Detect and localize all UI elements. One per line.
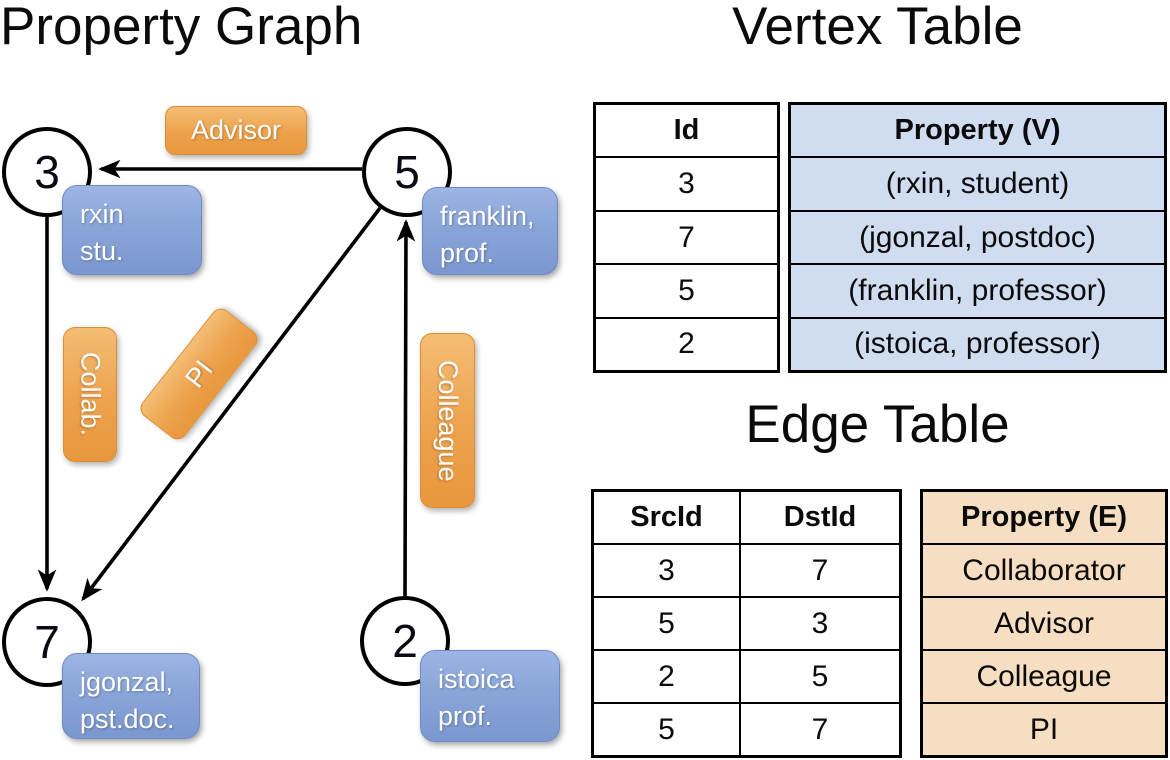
edge-label-colleague: Colleague: [420, 333, 475, 508]
vertex-table-id-cell: 5: [596, 263, 777, 316]
vertex-table-property-cell: (rxin, student): [791, 156, 1164, 209]
vertex-table-title: Vertex Table: [732, 0, 1023, 56]
edge-table-property-cell: PI: [923, 702, 1165, 755]
vertex-table-id-header: Id: [673, 114, 700, 147]
edge-table-property-cell: Colleague: [923, 649, 1165, 702]
edge-table-srcid-cell: 5: [594, 596, 739, 649]
vertex-table-property-cell: (istoica, professor): [791, 316, 1164, 370]
edge-label-advisor: Advisor: [165, 106, 307, 155]
vertex-5-property-box: franklin, prof.: [422, 187, 558, 275]
vertex-node-5: 5: [362, 127, 452, 217]
vertex-2-property-line2: prof.: [438, 701, 493, 731]
edge-table-srcid-cell: 3: [594, 543, 739, 596]
vertex-node-3-id: 3: [34, 146, 60, 198]
graph-edges-svg: [37, 159, 416, 602]
vertex-3-property-line2: stu.: [80, 236, 124, 266]
vertex-table-id-cell: 2: [596, 316, 777, 370]
vertex-node-7-id: 7: [34, 616, 60, 668]
edge-5-to-7-pi: [81, 206, 382, 602]
edge-table-srcid-header: SrcId: [630, 501, 703, 533]
property-graph-title: Property Graph: [0, 0, 363, 56]
vertex-table-property-cell: (jgonzal, postdoc): [791, 209, 1164, 263]
vertex-2-property-box: istoica prof.: [420, 650, 560, 742]
vertex-node-2: 2: [360, 596, 450, 686]
vertex-table-property-column: Property (V) (rxin, student) (jgonzal, p…: [788, 102, 1167, 373]
edge-table-ids-box: SrcId 3 5 2 5 DstId 7 3 5 7: [591, 489, 902, 758]
vertex-5-property-line1: franklin,: [440, 201, 535, 231]
edge-table-dstid-cell: 7: [741, 702, 899, 755]
vertex-node-5-id: 5: [394, 146, 420, 198]
edge-table-property-cell: Collaborator: [923, 543, 1165, 596]
vertex-table-property-header: Property (V): [894, 114, 1061, 147]
edge-table-dstid-cell: 5: [741, 649, 899, 702]
edge-label-collab: Collab.: [63, 327, 117, 462]
edge-table-property-header: Property (E): [961, 501, 1127, 533]
vertex-table-id-cell: 3: [596, 156, 777, 209]
vertex-3-property-box: rxin stu.: [62, 185, 202, 275]
vertex-7-property-box: jgonzal, pst.doc.: [62, 653, 200, 739]
edge-table-dstid-cell: 3: [741, 596, 899, 649]
edge-table-dstid-header: DstId: [783, 501, 857, 533]
vertex-7-property-line1: jgonzal,: [80, 667, 174, 697]
edge-table-srcid-cell: 5: [594, 702, 739, 755]
edge-table-property-column: Property (E) Collaborator Advisor Collea…: [920, 489, 1168, 758]
vertex-5-property-line2: prof.: [440, 238, 495, 268]
edge-table-dstid-cell: 7: [741, 543, 899, 596]
edge-table-srcid-cell: 2: [594, 649, 739, 702]
vertex-table-id-cell: 7: [596, 209, 777, 263]
edge-2-to-5-colleague: [396, 219, 416, 597]
edge-table-srcid-column: SrcId 3 5 2 5: [594, 492, 741, 755]
edge-table-dstid-column: DstId 7 3 5 7: [741, 492, 899, 755]
edge-table-property-cell: Advisor: [923, 596, 1165, 649]
edge-table-title: Edge Table: [745, 395, 1010, 454]
vertex-7-property-line2: pst.doc.: [80, 704, 175, 734]
vertex-node-2-id: 2: [392, 615, 418, 667]
vertex-2-property-line1: istoica: [438, 664, 515, 694]
vertex-3-property-line1: rxin: [80, 199, 124, 229]
vertex-table-property-cell: (franklin, professor): [791, 263, 1164, 316]
vertex-table-id-column: Id 3 7 5 2: [593, 102, 780, 373]
